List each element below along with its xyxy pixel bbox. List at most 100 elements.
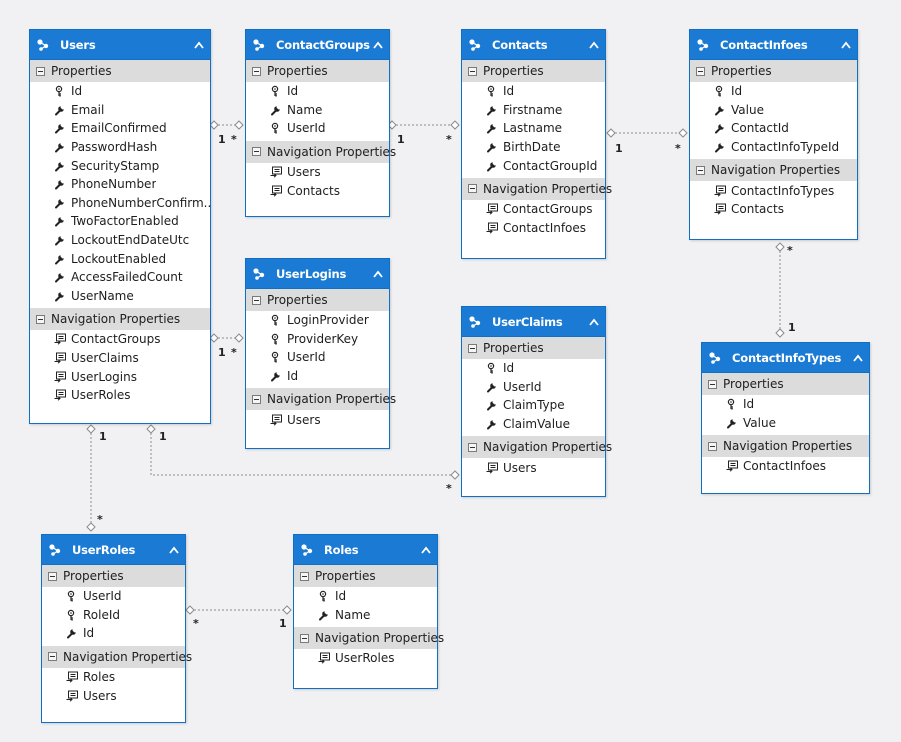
navigation-property-row[interactable]: UserRoles	[294, 649, 437, 668]
navigation-property-row[interactable]: Contacts	[690, 200, 857, 219]
property-row[interactable]: ClaimType	[462, 396, 605, 415]
properties-section-header[interactable]: Properties	[30, 60, 210, 82]
navigation-property-row[interactable]: Users	[42, 686, 185, 705]
property-row[interactable]: Id	[294, 587, 437, 606]
property-row[interactable]: Id	[246, 82, 389, 101]
property-row[interactable]: PhoneNumber	[30, 175, 210, 194]
navigation-section-header[interactable]: Navigation Properties	[246, 388, 396, 411]
property-row[interactable]: Firstname	[462, 101, 605, 120]
entity-header[interactable]: UserClaims	[462, 307, 605, 337]
collapse-minus-icon[interactable]	[252, 66, 261, 76]
navigation-property-row[interactable]: UserRoles	[30, 386, 210, 405]
property-row[interactable]: UserName	[30, 287, 210, 306]
navigation-property-row[interactable]: Users	[246, 163, 389, 182]
navigation-property-row[interactable]: Roles	[42, 668, 185, 687]
property-row[interactable]: UserId	[246, 119, 389, 138]
properties-section-header[interactable]: Properties	[702, 373, 869, 395]
property-row[interactable]: EmailConfirmed	[30, 119, 210, 138]
navigation-property-row[interactable]: ContactInfoes	[462, 219, 605, 238]
collapse-minus-icon[interactable]	[696, 165, 705, 175]
properties-section-header[interactable]: Properties	[462, 337, 605, 359]
navigation-section-header[interactable]: Navigation Properties	[30, 308, 210, 331]
collapse-minus-icon[interactable]	[708, 441, 717, 451]
collapse-chevron-icon[interactable]	[373, 270, 383, 278]
property-row[interactable]: UserId	[42, 587, 185, 606]
collapse-minus-icon[interactable]	[468, 66, 477, 76]
property-row[interactable]: Id	[30, 82, 210, 101]
collapse-minus-icon[interactable]	[36, 66, 45, 76]
collapse-minus-icon[interactable]	[252, 295, 261, 305]
property-row[interactable]: Id	[462, 82, 605, 101]
entity-header[interactable]: UserRoles	[42, 535, 185, 565]
navigation-property-row[interactable]: ContactGroups	[30, 330, 210, 349]
property-row[interactable]: Lastname	[462, 119, 605, 138]
property-row[interactable]: PhoneNumberConfirm...	[30, 194, 210, 213]
collapse-chevron-icon[interactable]	[421, 546, 431, 554]
collapse-chevron-icon[interactable]	[853, 354, 863, 362]
entity-header[interactable]: UserLogins	[246, 259, 389, 289]
property-row[interactable]: Email	[30, 101, 210, 120]
properties-section-header[interactable]: Properties	[690, 60, 857, 82]
property-row[interactable]: Id	[246, 367, 389, 386]
collapse-minus-icon[interactable]	[300, 633, 309, 643]
properties-section-header[interactable]: Properties	[246, 60, 389, 82]
navigation-property-row[interactable]: ContactInfoes	[702, 457, 869, 476]
property-row[interactable]: Id	[690, 82, 857, 101]
navigation-property-row[interactable]: UserClaims	[30, 349, 210, 368]
properties-section-header[interactable]: Properties	[462, 60, 605, 82]
entity-header[interactable]: ContactInfoes	[690, 30, 857, 60]
collapse-chevron-icon[interactable]	[589, 318, 599, 326]
collapse-minus-icon[interactable]	[468, 343, 477, 353]
entity-header[interactable]: ContactInfoTypes	[702, 343, 869, 373]
navigation-section-header[interactable]: Navigation Properties	[462, 177, 612, 200]
navigation-section-header[interactable]: Navigation Properties	[42, 645, 192, 668]
property-row[interactable]: LockoutEnabled	[30, 249, 210, 268]
properties-section-header[interactable]: Properties	[42, 565, 185, 587]
navigation-property-row[interactable]: Contacts	[246, 181, 389, 200]
navigation-property-row[interactable]: ContactInfoTypes	[690, 181, 857, 200]
property-row[interactable]: LockoutEndDateUtc	[30, 231, 210, 250]
property-row[interactable]: ContactId	[690, 119, 857, 138]
property-row[interactable]: Value	[690, 101, 857, 120]
property-row[interactable]: RoleId	[42, 606, 185, 625]
entity-header[interactable]: Roles	[294, 535, 437, 565]
collapse-chevron-icon[interactable]	[589, 41, 599, 49]
property-row[interactable]: Id	[42, 624, 185, 643]
collapse-minus-icon[interactable]	[252, 394, 261, 404]
property-row[interactable]: ProviderKey	[246, 330, 389, 349]
properties-section-header[interactable]: Properties	[246, 289, 389, 311]
property-row[interactable]: Name	[246, 101, 389, 120]
property-row[interactable]: TwoFactorEnabled	[30, 212, 210, 231]
navigation-section-header[interactable]: Navigation Properties	[246, 140, 396, 163]
collapse-chevron-icon[interactable]	[169, 546, 179, 554]
property-row[interactable]: ClaimValue	[462, 415, 605, 434]
collapse-minus-icon[interactable]	[300, 571, 309, 581]
collapse-minus-icon[interactable]	[468, 442, 477, 452]
navigation-property-row[interactable]: UserLogins	[30, 367, 210, 386]
collapse-chevron-icon[interactable]	[194, 41, 204, 49]
connector-users-userclaims[interactable]	[150, 433, 455, 476]
navigation-section-header[interactable]: Navigation Properties	[462, 436, 612, 459]
navigation-property-row[interactable]: Users	[462, 458, 605, 477]
collapse-minus-icon[interactable]	[708, 379, 717, 389]
property-row[interactable]: LoginProvider	[246, 311, 389, 330]
properties-section-header[interactable]: Properties	[294, 565, 437, 587]
collapse-chevron-icon[interactable]	[373, 41, 383, 49]
property-row[interactable]: Id	[702, 395, 869, 414]
navigation-property-row[interactable]: Users	[246, 410, 389, 429]
entity-header[interactable]: ContactGroups	[246, 30, 389, 60]
property-row[interactable]: Id	[462, 359, 605, 378]
collapse-chevron-icon[interactable]	[841, 41, 851, 49]
navigation-section-header[interactable]: Navigation Properties	[294, 627, 444, 650]
property-row[interactable]: AccessFailedCount	[30, 268, 210, 287]
navigation-property-row[interactable]: ContactGroups	[462, 200, 605, 219]
property-row[interactable]: Name	[294, 606, 437, 625]
